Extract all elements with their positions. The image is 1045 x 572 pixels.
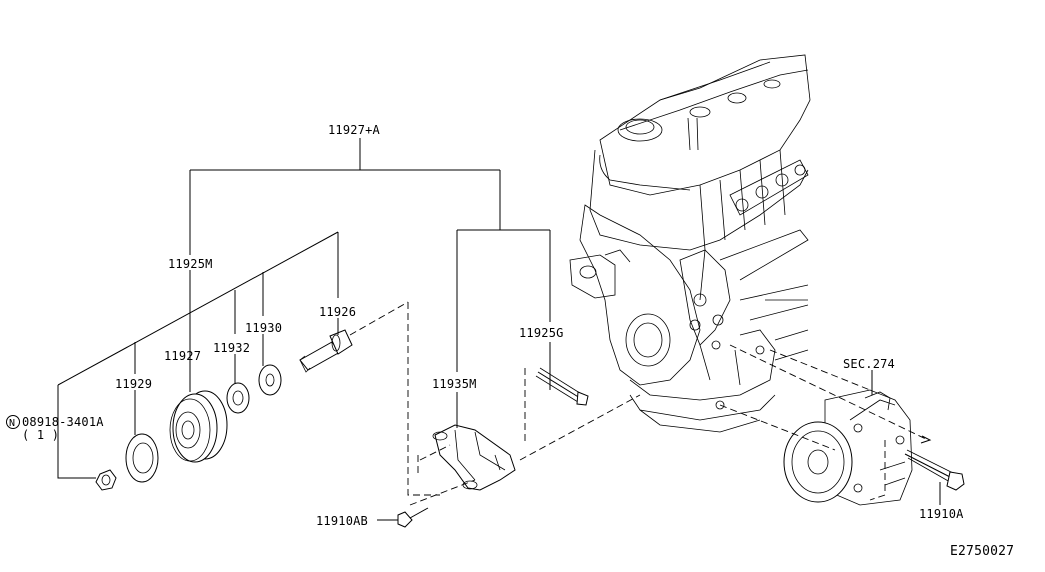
label-11926: 11926: [319, 305, 356, 319]
stud-11926-illustration: [299, 329, 353, 373]
label-08918-3401a: 08918-3401A: [22, 415, 104, 429]
label-11932: 11932: [213, 341, 250, 355]
nut-symbol-icon: N: [6, 415, 20, 429]
label-11925g: 11925G: [519, 326, 564, 340]
leader-lines: [57, 138, 941, 521]
label-11927-a: 11927+A: [328, 123, 381, 137]
nut-symbol-letter: N: [9, 418, 15, 429]
label-11929: 11929: [115, 377, 152, 391]
washer-11930-illustration: [258, 364, 282, 396]
bracket-dash-lines: [349, 301, 641, 506]
arrow-icon: [920, 435, 932, 444]
ac-compressor-illustration: [783, 389, 913, 506]
label-11925m: 11925M: [168, 257, 213, 271]
bracket-11935m-illustration: [432, 424, 516, 491]
drawing-id: E2750027: [950, 544, 1014, 559]
bolt-11910a-illustration: [904, 449, 965, 491]
bolt-11925g-illustration: [535, 367, 589, 406]
label-11935m: 11935M: [432, 377, 477, 391]
label-11910ab: 11910AB: [316, 514, 368, 528]
label-11910a: 11910A: [919, 507, 964, 521]
engine-block-illustration: [569, 54, 811, 433]
label-sec-274: SEC.274: [843, 357, 895, 371]
nut-08918-illustration: [95, 469, 117, 491]
label-11930: 11930: [245, 321, 282, 335]
pulley-11927-illustration: [169, 390, 228, 463]
cover-11929-illustration: [125, 433, 159, 483]
label-08918-quantity: ( 1 ): [22, 428, 59, 442]
label-11927: 11927: [164, 349, 201, 363]
compressor-dash-lines: [719, 344, 929, 501]
spacer-11932-illustration: [226, 382, 250, 414]
bolt-11910ab-illustration: [397, 507, 429, 528]
